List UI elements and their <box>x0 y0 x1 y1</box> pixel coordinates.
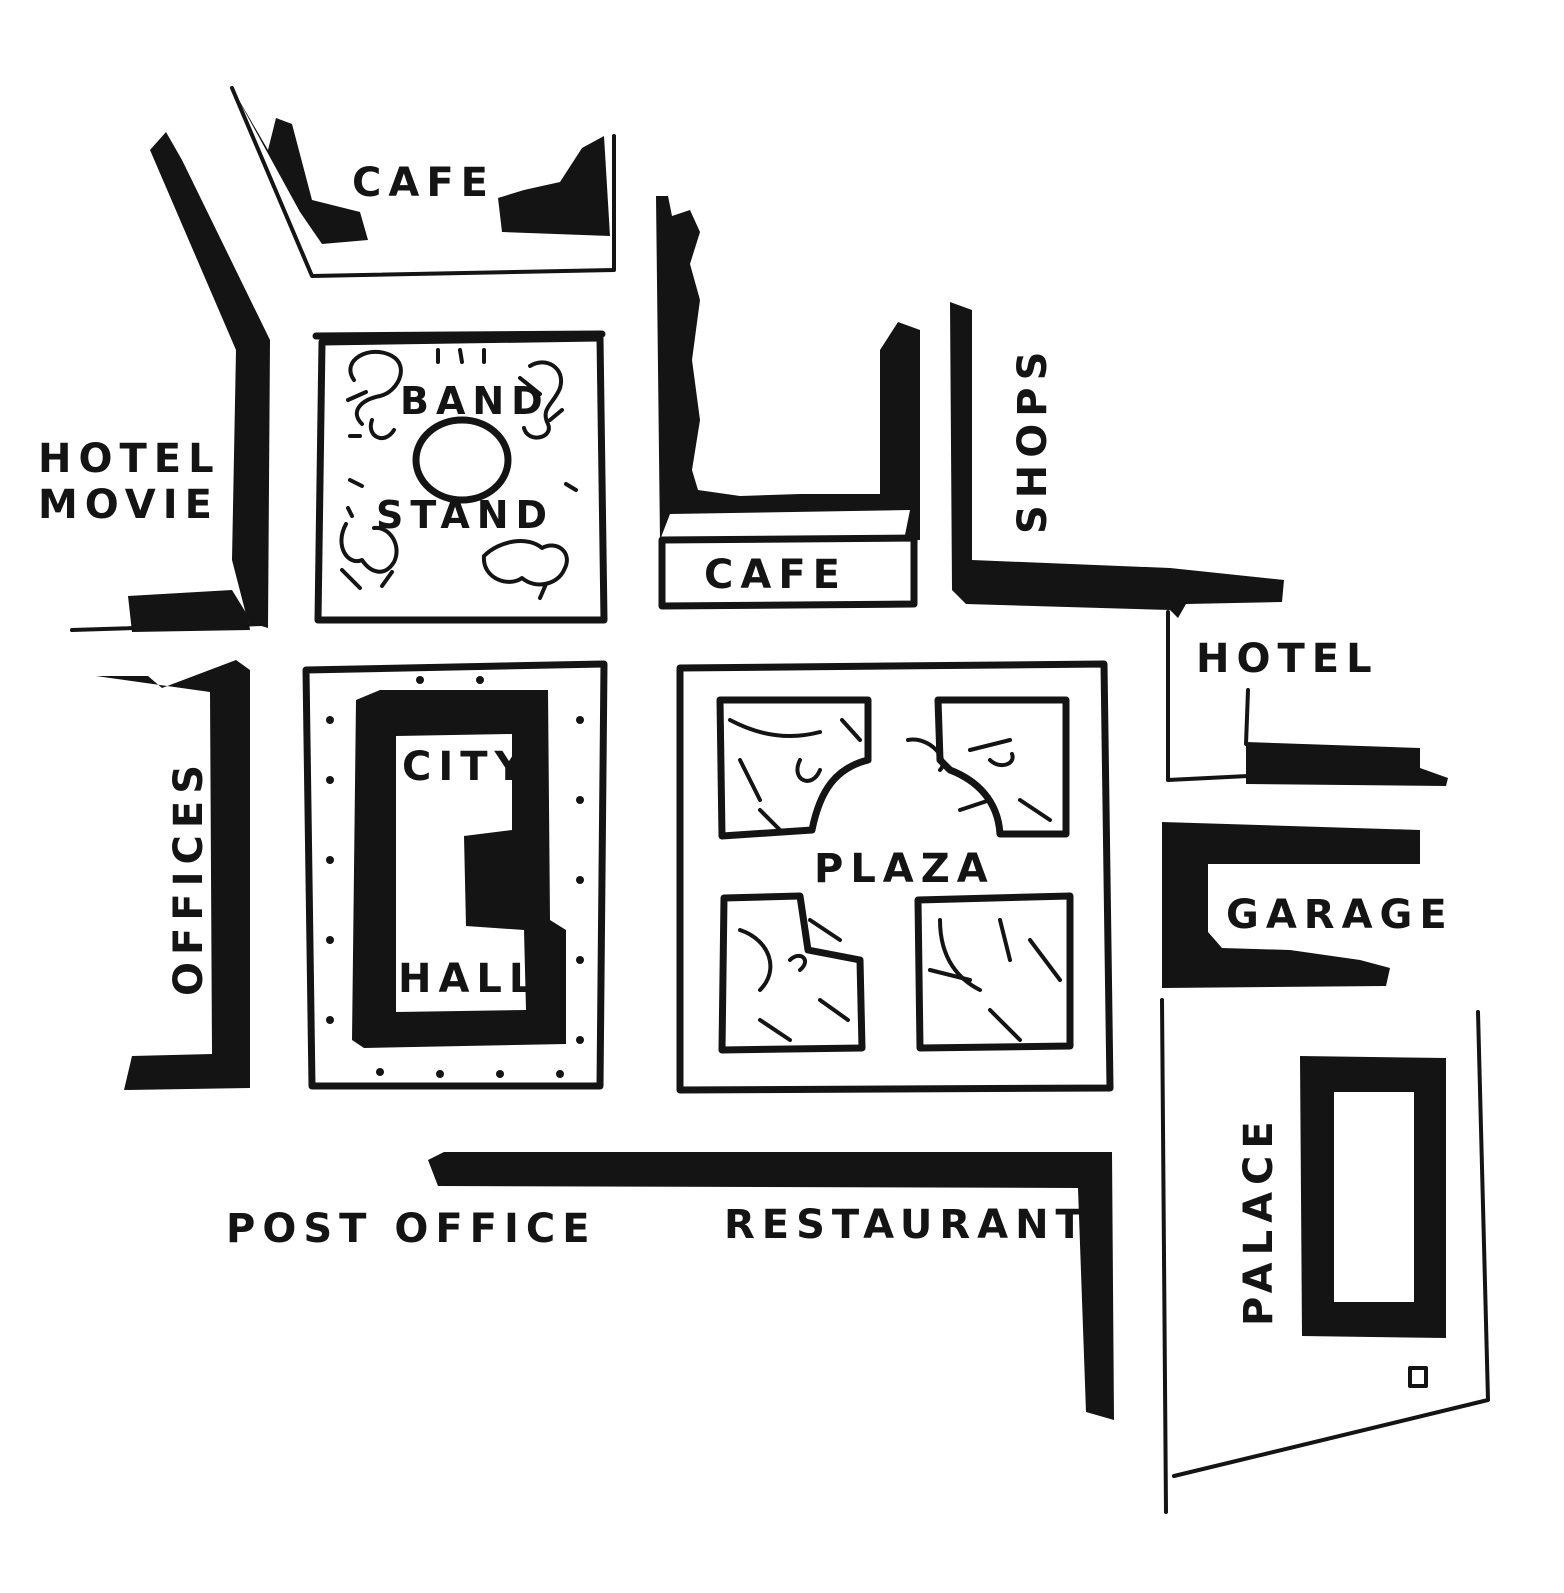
label-offices: OFFICES <box>166 758 212 996</box>
restaurant-block <box>428 1152 1114 1420</box>
label-hotel-west: HOTEL <box>38 436 221 482</box>
label-stand: STAND <box>376 493 554 537</box>
cafe-center-block <box>656 196 920 610</box>
shops-hotel-block <box>950 302 1448 786</box>
label-hotel-east: HOTEL <box>1196 636 1379 682</box>
label-hall: HALL <box>398 956 541 1002</box>
label-movie: MOVIE <box>38 482 219 528</box>
label-city: CITY <box>402 744 531 790</box>
label-garage: GARAGE <box>1226 892 1454 938</box>
palace-block <box>1160 998 1490 1514</box>
city-hall-block <box>302 660 608 1090</box>
hotel-movie-block <box>70 132 270 632</box>
label-palace: PALACE <box>1236 1114 1282 1326</box>
map-labels: CAFE HOTEL MOVIE BAND STAND CAFE SHOPS H… <box>38 160 1454 1326</box>
label-restaurant: RESTAURANT <box>724 1202 1090 1248</box>
label-plaza: PLAZA <box>814 846 995 892</box>
bandstand-block <box>312 330 608 624</box>
label-post-office: POST OFFICE <box>226 1206 597 1252</box>
label-shops: SHOPS <box>1010 345 1056 534</box>
offices-block <box>96 660 250 1090</box>
garage-block <box>1162 822 1420 988</box>
label-band: BAND <box>400 379 550 423</box>
label-cafe-center: CAFE <box>704 552 847 598</box>
city-hall-trees <box>326 676 584 1078</box>
label-cafe-north: CAFE <box>352 160 495 206</box>
plaza-block <box>676 660 1114 1094</box>
cafe-north-block <box>230 86 616 278</box>
